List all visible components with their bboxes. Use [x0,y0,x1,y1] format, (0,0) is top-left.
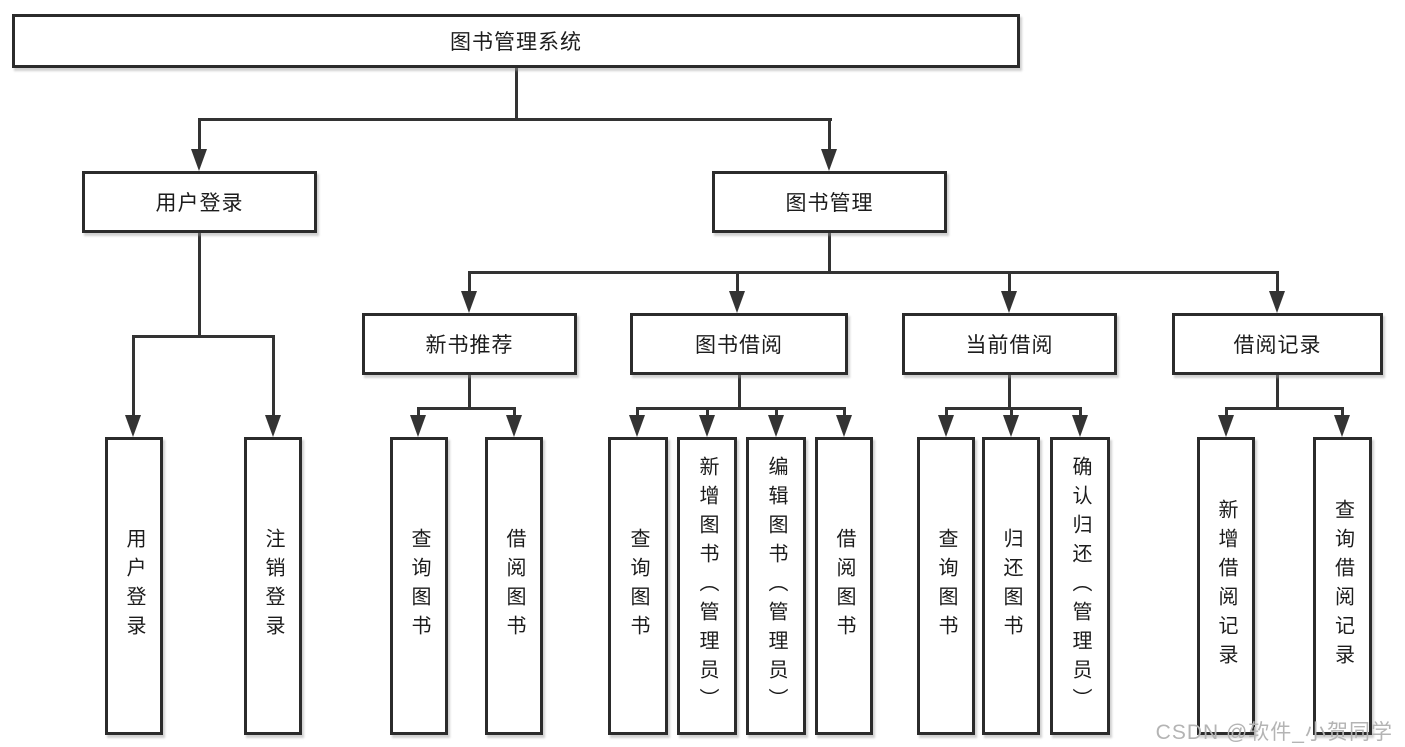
node-label: 图书管理系统 [450,31,582,54]
connector-hline [417,407,516,410]
leaf-borrow-books-recommend: 借阅图书 [485,437,543,735]
leaf-query-books-recommend: 查询图书 [390,437,448,735]
arrowhead-down-icon [1334,415,1350,437]
connector-vline [1341,407,1344,419]
node-user-login: 用户登录 [82,171,317,233]
connector-hline [1225,407,1344,410]
connector-vline [945,407,948,419]
connector-vline [706,407,709,419]
leaf-label: 新增借阅记录 [1215,499,1237,673]
arrowhead-down-icon [1003,415,1019,437]
arrowhead-down-icon [461,291,477,313]
node-current-borrowing: 当前借阅 [902,313,1117,375]
node-book-borrowing: 图书借阅 [630,313,848,375]
leaf-label: 确认归还（管理员） [1069,455,1091,717]
connector-vline [417,407,420,419]
connector-vline [513,407,516,419]
leaf-confirm-return-admin: 确认归还（管理员） [1050,437,1110,735]
arrowhead-down-icon [125,415,141,437]
arrowhead-down-icon [729,291,745,313]
leaf-add-borrow-record: 新增借阅记录 [1197,437,1255,735]
leaf-label: 新增图书（管理员） [696,455,718,717]
connector-vline [738,375,741,409]
node-label: 借阅记录 [1233,334,1322,357]
connector-hline [636,407,846,410]
leaf-edit-books-admin: 编辑图书（管理员） [746,437,806,735]
leaf-label: 查询图书 [935,528,957,644]
connector-hline [198,118,832,121]
connector-vline [1010,407,1013,419]
arrowhead-down-icon [938,415,954,437]
node-book-management: 图书管理 [712,171,947,233]
arrowhead-down-icon [1072,415,1088,437]
leaf-label: 编辑图书（管理员） [765,455,787,717]
node-label: 当前借阅 [965,334,1054,357]
connector-vline [636,407,639,419]
node-label: 图书借阅 [695,334,783,357]
connector-vline [1008,271,1011,295]
leaf-query-books-borrowing: 查询图书 [608,437,668,735]
connector-hline [468,271,1279,274]
node-new-book-recommendation: 新书推荐 [362,313,577,375]
connector-vline [1008,375,1011,409]
connector-vline [736,271,739,295]
leaf-label: 注销登录 [262,528,284,644]
arrowhead-down-icon [1001,291,1017,313]
leaf-return-books: 归还图书 [982,437,1040,735]
arrowhead-down-icon [699,415,715,437]
arrowhead-down-icon [265,415,281,437]
connector-vline [1079,407,1082,419]
connector-hline [945,407,1082,410]
leaf-logout: 注销登录 [244,437,302,735]
arrowhead-down-icon [629,415,645,437]
connector-vline [132,335,135,419]
connector-vline [1276,375,1279,409]
node-label: 用户登录 [155,192,244,215]
leaf-label: 归还图书 [1000,528,1022,644]
leaf-label: 借阅图书 [833,528,855,644]
arrowhead-down-icon [410,415,426,437]
arrowhead-down-icon [191,149,207,171]
connector-vline [828,233,831,271]
leaf-query-books-current: 查询图书 [917,437,975,735]
leaf-label: 用户登录 [123,528,145,644]
leaf-label: 查询图书 [408,528,430,644]
leaf-add-books-admin: 新增图书（管理员） [677,437,737,735]
arrowhead-down-icon [821,149,837,171]
connector-vline [198,118,201,152]
connector-vline [272,335,275,419]
connector-vline [1276,271,1279,295]
node-library-management-system: 图书管理系统 [12,14,1020,68]
connector-hline [132,335,275,338]
connector-vline [198,233,201,335]
leaf-label: 查询图书 [627,528,649,644]
node-label: 图书管理 [785,192,874,215]
connector-vline [515,68,518,118]
connector-vline [843,407,846,419]
leaf-borrow-books: 借阅图书 [815,437,873,735]
arrowhead-down-icon [768,415,784,437]
connector-vline [775,407,778,419]
connector-vline [468,271,471,295]
watermark: CSDN @软件_小贺同学 [1155,721,1393,744]
arrowhead-down-icon [1269,291,1285,313]
arrowhead-down-icon [506,415,522,437]
leaf-query-borrow-record: 查询借阅记录 [1313,437,1372,735]
node-label: 新书推荐 [425,334,514,357]
node-borrowing-records: 借阅记录 [1172,313,1383,375]
arrowhead-down-icon [836,415,852,437]
connector-vline [468,375,471,409]
leaf-label: 借阅图书 [503,528,525,644]
arrowhead-down-icon [1218,415,1234,437]
connector-vline [1225,407,1228,419]
leaf-label: 查询借阅记录 [1331,499,1354,673]
connector-vline [828,118,831,152]
leaf-user-login: 用户登录 [105,437,163,735]
